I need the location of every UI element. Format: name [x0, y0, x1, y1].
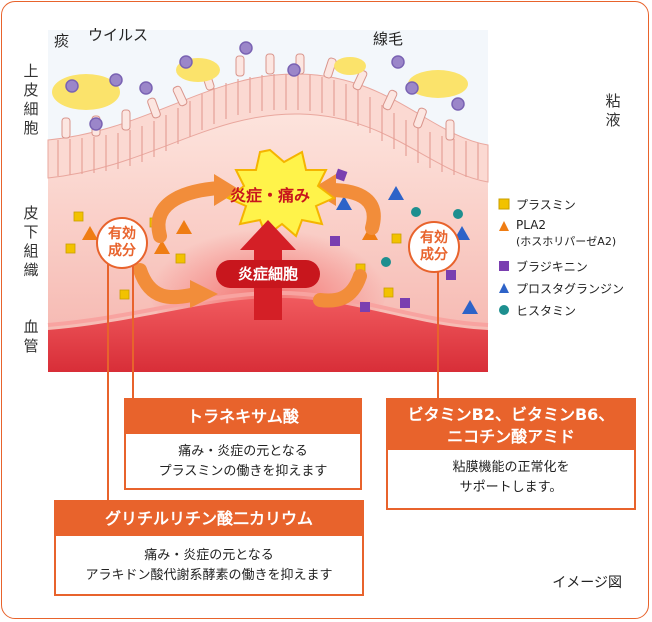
legend-item-bradykinin: ブラジキニン — [498, 258, 624, 280]
legend-item-histamine: ヒスタミン — [498, 302, 624, 324]
legend-item-pla2: PLA2 (ホスホリパーゼA2) — [498, 218, 624, 258]
molecules-triangles-orange — [82, 220, 378, 254]
legend-item-prostaglandin: プロスタグランジン — [498, 280, 624, 302]
cilia — [61, 53, 455, 141]
right-arrow-up — [323, 183, 381, 235]
active-ingredient-right: 有効 成分 — [408, 221, 460, 273]
legend-item-plasmin: プラスミン — [498, 196, 624, 218]
layer-label-mucus: 粘液 — [605, 92, 621, 129]
callout-title: ビタミンB2、ビタミンB6、 ニコチン酸アミド — [388, 400, 634, 450]
viruses — [65, 41, 465, 131]
layer-label-subcutaneous: 皮下組織 — [23, 204, 39, 279]
callout-glycyrrhizinate: グリチルリチン酸二カリウム 痛み・炎症の元となる アラキドン酸代謝系酵素の働きを… — [54, 500, 364, 596]
phlegm-blobs — [52, 57, 468, 110]
active-ingredient-left: 有効 成分 — [96, 217, 148, 269]
callout-title: グリチルリチン酸二カリウム — [56, 502, 362, 536]
blood-vessel — [48, 297, 488, 372]
layer-label-epithelium: 上皮細胞 — [23, 62, 39, 137]
callout-line: 粘膜機能の正常化を — [452, 460, 570, 475]
cube-icon — [498, 198, 510, 210]
callout-tranexamic-acid: トラネキサム酸 痛み・炎症の元となる プラスミンの働きを抑えます — [124, 398, 362, 490]
molecules-cubes-purple — [330, 168, 456, 312]
inflammation-burst — [226, 148, 336, 238]
connector-lines — [107, 262, 439, 502]
callout-title: トラネキサム酸 — [126, 400, 360, 434]
callout-line: サポートします。 — [459, 480, 563, 495]
cube-icon — [499, 261, 509, 271]
left-arrow-down — [133, 263, 203, 305]
right-arrow-down — [313, 269, 367, 308]
label-phlegm: 痰 — [54, 32, 70, 50]
image-caption: イメージ図 — [552, 575, 622, 591]
callout-line: アラキドン酸代謝系酵素の働きを抑えます — [85, 568, 333, 583]
epithelial-cells — [57, 74, 479, 179]
triangle-icon — [499, 283, 509, 293]
circle-icon — [499, 305, 509, 315]
layer-label-vessel: 血管 — [23, 318, 39, 355]
legend: プラスミン PLA2 (ホスホリパーゼA2) ブラジキニン プロスタグランジン … — [498, 196, 624, 324]
callout-line: 痛み・炎症の元となる — [144, 548, 274, 563]
label-inflammatory-cell: 炎症細胞 — [216, 260, 320, 288]
callout-line: 痛み・炎症の元となる — [178, 444, 308, 459]
label-inflammation-pain: 炎症・痛み — [229, 186, 310, 205]
epithelium-band — [47, 73, 489, 183]
triangle-icon — [499, 221, 509, 231]
callout-line: プラスミンの働きを抑えます — [158, 464, 328, 479]
label-cilia: 線毛 — [373, 30, 404, 48]
left-arrow-up — [151, 181, 227, 243]
label-virus: ウイルス — [88, 26, 149, 44]
callout-vitamins: ビタミンB2、ビタミンB6、 ニコチン酸アミド 粘膜機能の正常化を サポートしま… — [386, 398, 636, 510]
